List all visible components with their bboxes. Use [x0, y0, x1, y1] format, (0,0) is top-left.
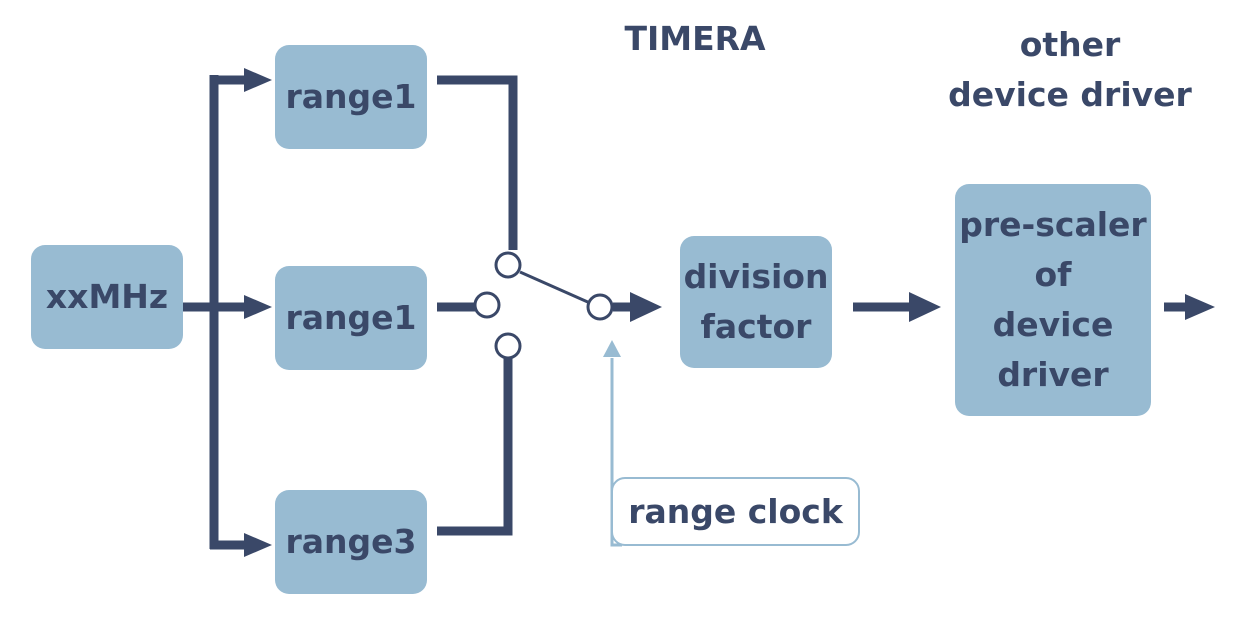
timera-title: TIMERA [624, 19, 766, 58]
source-label: xxMHz [45, 277, 169, 316]
range-bottom-label: range3 [285, 522, 417, 561]
prescaler-label-line4: driver [997, 355, 1109, 394]
prescaler-block: pre-scaler of device driver [955, 184, 1151, 416]
range-bottom-out [437, 358, 513, 536]
division-factor-block: division factor [680, 236, 832, 368]
arrowhead-top [244, 68, 272, 92]
range-block-bottom: range3 [275, 490, 427, 594]
switch-common-terminal [586, 293, 614, 321]
source-block: xxMHz [31, 245, 183, 349]
arrowhead-output [1185, 294, 1215, 320]
range-top-label: range1 [285, 77, 417, 116]
range-block-middle: range1 [275, 266, 427, 370]
prescaler-label-line2: of [1034, 255, 1072, 294]
switch-terminal-top [494, 251, 522, 279]
arrowhead-bottom [244, 533, 272, 557]
division-label-line1: division [683, 257, 829, 296]
switch-terminal-middle [473, 291, 501, 319]
other-device-driver-label: other device driver [930, 20, 1210, 120]
switch-terminal-bottom [494, 332, 522, 360]
other-label-line1: other [1019, 25, 1121, 64]
switch-arm [519, 270, 591, 305]
range-clock-arrowhead [603, 340, 621, 357]
range-clock-line [610, 358, 622, 547]
division-label-line2: factor [700, 307, 812, 346]
range-clock-label: range clock [628, 492, 843, 531]
arrowhead-prescaler-in [909, 292, 941, 322]
range-block-top: range1 [275, 45, 427, 149]
range-top-out [437, 75, 518, 250]
arrowhead-middle [244, 295, 272, 319]
other-label-line2: device driver [948, 75, 1192, 114]
prescaler-label-line3: device [992, 305, 1114, 344]
range-clock-box: range clock [611, 477, 860, 546]
arrowhead-division-in [630, 292, 662, 322]
range-middle-label: range1 [285, 298, 417, 337]
prescaler-label-line1: pre-scaler [959, 205, 1147, 244]
